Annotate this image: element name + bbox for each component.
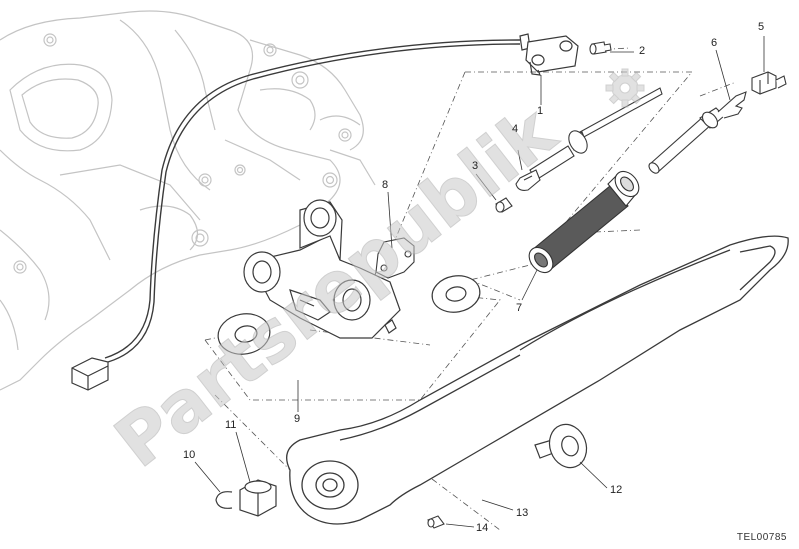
clip-part-10 bbox=[215, 491, 233, 509]
sidestand-sensor-cable bbox=[104, 39, 521, 363]
callout-6: 6 bbox=[711, 37, 718, 49]
rod-part-6 bbox=[648, 91, 747, 174]
washers bbox=[217, 275, 481, 355]
callout-7: 7 bbox=[516, 302, 523, 314]
callout-2: 2 bbox=[639, 45, 646, 57]
callout-14: 14 bbox=[476, 522, 489, 534]
cable-connector bbox=[71, 357, 109, 391]
callout-3: 3 bbox=[472, 160, 479, 172]
leader-lines bbox=[194, 36, 765, 528]
screw-part-3 bbox=[495, 197, 513, 213]
callout-11: 11 bbox=[225, 419, 237, 431]
callout-9: 9 bbox=[294, 413, 301, 425]
callout-1: 1 bbox=[537, 105, 544, 117]
sidestand-leg-part-13 bbox=[286, 235, 789, 525]
callout-13: 13 bbox=[516, 507, 529, 519]
bolt-part-12 bbox=[534, 423, 588, 469]
pin-part-14 bbox=[427, 515, 445, 529]
pivot-bracket-part-9 bbox=[243, 199, 401, 339]
long-bolt-part-4 bbox=[515, 87, 663, 191]
drawing-code: TEL00785 bbox=[736, 532, 787, 543]
callout-10: 10 bbox=[183, 449, 196, 461]
bolt-part-5 bbox=[751, 71, 787, 95]
callout-5: 5 bbox=[758, 21, 765, 33]
watermark: Partsrepublik bbox=[99, 68, 645, 484]
callout-8: 8 bbox=[382, 179, 389, 191]
sensor-switch-part-1 bbox=[519, 33, 579, 76]
gear-icon bbox=[605, 68, 645, 108]
screw-part-2 bbox=[589, 41, 612, 55]
callout-12: 12 bbox=[610, 484, 623, 496]
assembly-guide-lines bbox=[204, 47, 737, 531]
callout-4: 4 bbox=[512, 123, 519, 135]
spring-part-7 bbox=[528, 170, 640, 274]
nut-part-11 bbox=[239, 479, 277, 517]
